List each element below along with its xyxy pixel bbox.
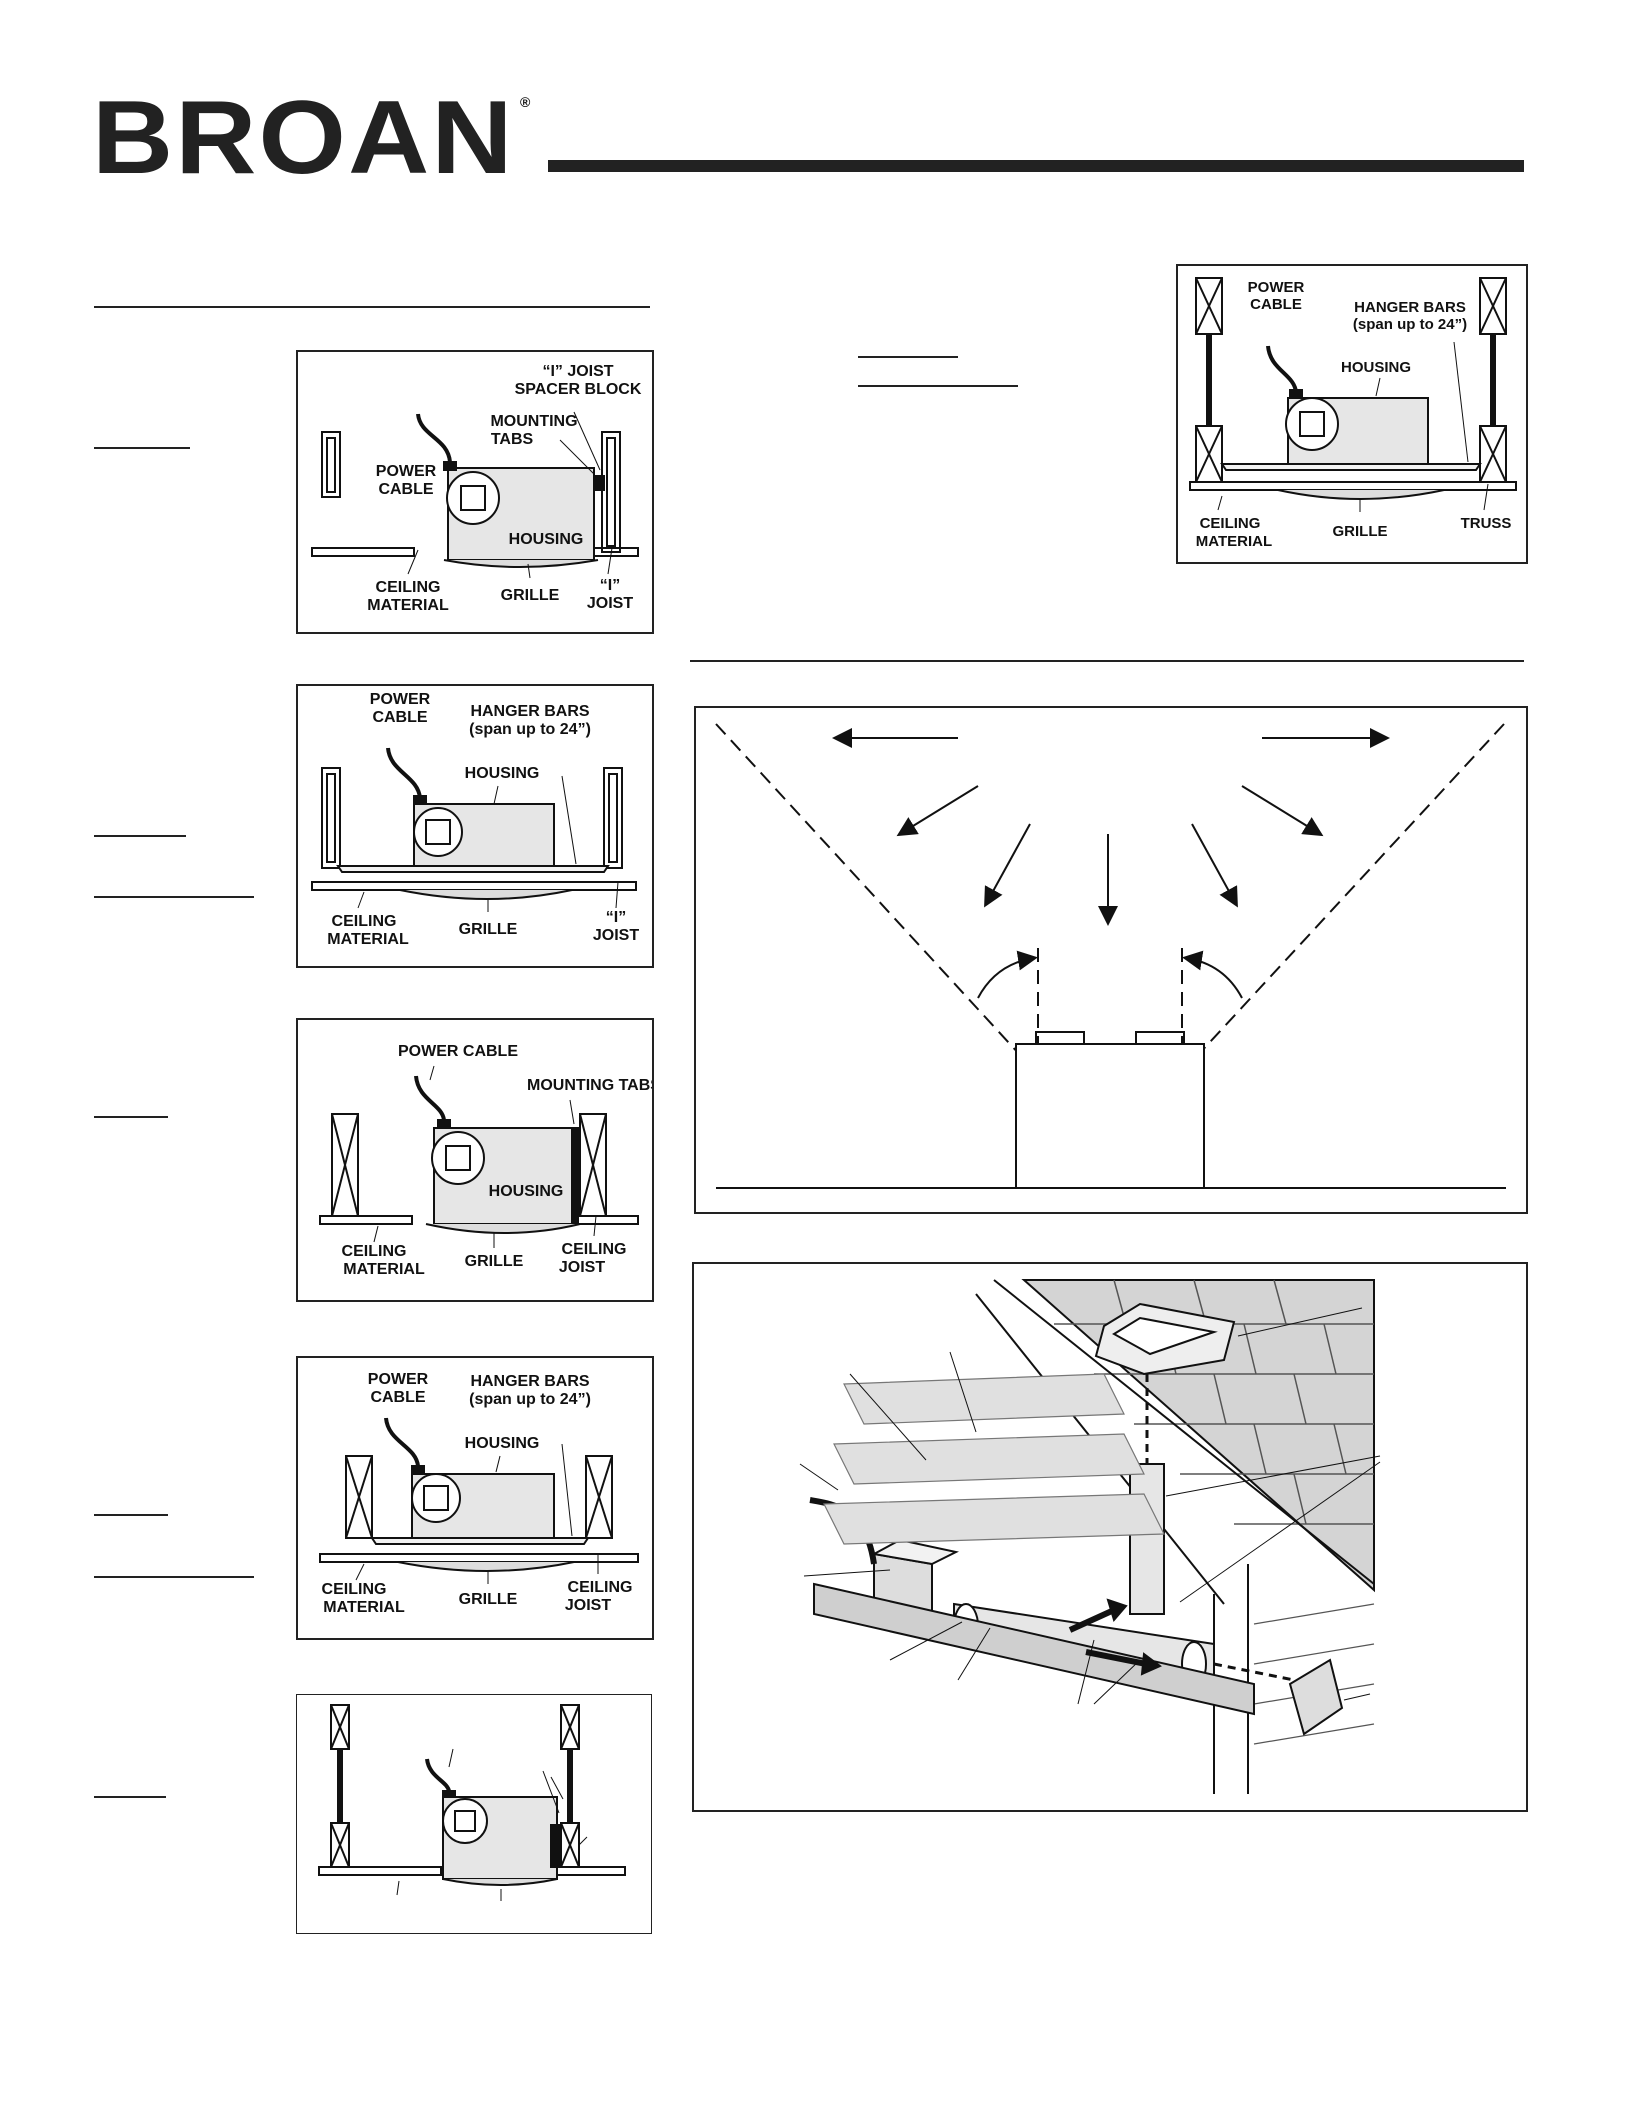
label-mounting-tabs-1: MOUNTING: [490, 413, 577, 430]
label-ceiling-material-2: MATERIAL: [327, 931, 409, 948]
underline-3: [94, 896, 254, 898]
header-bar: [548, 160, 1524, 172]
label-mounting-tabs-2: TABS: [491, 431, 534, 448]
label-power-cable-2: CABLE: [372, 709, 427, 726]
label-hanger-bars-2: (span up to 24”): [469, 1391, 591, 1408]
label-grille: GRILLE: [459, 1591, 518, 1608]
figure-roof-duct-installation: [692, 1262, 1528, 1812]
label-grille: GRILLE: [501, 587, 560, 604]
label-housing: HOUSING: [489, 1183, 564, 1200]
label-hanger-bars-2: (span up to 24”): [1353, 316, 1467, 333]
figure-truss-hanger-bars: POWER CABLE HANGER BARS (span up to 24”)…: [1176, 264, 1528, 564]
label-truss: TRUSS: [1461, 515, 1512, 532]
label-grille: GRILLE: [459, 921, 518, 938]
underline-1: [94, 447, 190, 449]
label-ceiling-material-1: CEILING: [376, 579, 441, 596]
label-ceiling-joist-2: JOIST: [565, 1597, 611, 1614]
underline-5: [94, 1514, 168, 1516]
figure-ceiling-joist-mounting-tabs: POWER CABLE MOUNTING TABS HOUSING CEILIN…: [296, 1018, 654, 1302]
label-ceiling-joist-1: CEILING: [568, 1579, 633, 1596]
label-mounting-tabs: MOUNTING TABS: [527, 1077, 652, 1094]
label-hanger-bars-2: (span up to 24”): [469, 721, 591, 738]
underline-2: [94, 835, 186, 837]
label-power-cable-1: POWER: [1248, 279, 1305, 296]
label-power-cable: POWER CABLE: [398, 1043, 518, 1060]
label-ceiling-joist-2: JOIST: [559, 1259, 605, 1276]
label-ijoist-spacer-2: SPACER BLOCK: [515, 381, 642, 398]
label-housing: HOUSING: [465, 1435, 540, 1452]
right-section-rule: [690, 660, 1524, 662]
brand-logo: BROAN: [92, 80, 515, 196]
underline-r2: [858, 385, 1018, 387]
label-ijoist-spacer-1: “I” JOIST: [542, 363, 613, 380]
label-ijoist-2: JOIST: [587, 595, 633, 612]
underline-6: [94, 1576, 254, 1578]
figure-duct-angles: [694, 706, 1528, 1214]
label-hanger-bars-1: HANGER BARS: [470, 703, 589, 720]
label-ceiling-material-2: MATERIAL: [1196, 533, 1272, 550]
label-hanger-bars-1: HANGER BARS: [470, 1373, 589, 1390]
label-grille: GRILLE: [465, 1253, 524, 1270]
label-ceiling-material-1: CEILING: [322, 1581, 387, 1598]
label-ceiling-material-2: MATERIAL: [367, 597, 449, 614]
figure-ceiling-joist-hanger-bars: POWER CABLE HANGER BARS (span up to 24”)…: [296, 1356, 654, 1640]
label-ijoist-1: “I”: [606, 909, 626, 926]
left-section-rule: [94, 306, 650, 308]
underline-r1: [858, 356, 958, 358]
label-ijoist-1: “I”: [600, 577, 620, 594]
label-ceiling-material-1: CEILING: [332, 913, 397, 930]
label-housing: HOUSING: [1341, 359, 1411, 376]
label-power-cable-2: CABLE: [1250, 296, 1302, 313]
label-power-cable-2: CABLE: [378, 481, 433, 498]
label-ceiling-material-2: MATERIAL: [343, 1261, 425, 1278]
label-power-cable-1: POWER: [368, 1371, 429, 1388]
label-grille: GRILLE: [1333, 523, 1388, 540]
label-power-cable-2: CABLE: [370, 1389, 425, 1406]
underline-4: [94, 1116, 168, 1118]
label-power-cable-1: POWER: [376, 463, 437, 480]
label-ijoist-2: JOIST: [593, 927, 639, 944]
label-ceiling-joist-1: CEILING: [562, 1241, 627, 1258]
registered-mark: ®: [520, 94, 531, 110]
figure-ijoist-mounting-tabs: “I” JOIST SPACER BLOCK MOUNTING TABS POW…: [296, 350, 654, 634]
label-housing: HOUSING: [465, 765, 540, 782]
label-hanger-bars-1: HANGER BARS: [1354, 299, 1466, 316]
label-ceiling-material-1: CEILING: [1200, 515, 1261, 532]
underline-7: [94, 1796, 166, 1798]
label-housing: HOUSING: [509, 531, 584, 548]
label-ceiling-material-2: MATERIAL: [323, 1599, 405, 1616]
figure-truss-mounting-tabs: [296, 1694, 652, 1934]
figure-ijoist-hanger-bars: POWER CABLE HANGER BARS (span up to 24”)…: [296, 684, 654, 968]
label-power-cable-1: POWER: [370, 691, 431, 708]
label-ceiling-material-1: CEILING: [342, 1243, 407, 1260]
